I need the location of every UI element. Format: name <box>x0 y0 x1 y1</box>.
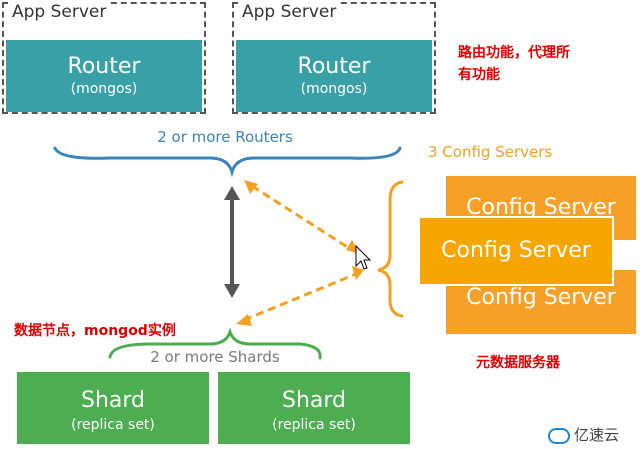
config-brace <box>377 180 404 318</box>
shard-sub-1: (replica set) <box>71 417 155 433</box>
watermark-logo-icon <box>548 427 570 444</box>
shard-title-1: Shard <box>80 388 145 413</box>
watermark: 亿速云 <box>548 424 642 446</box>
watermark-text: 亿速云 <box>574 426 620 444</box>
config-server-box-2: Config Server <box>420 218 612 284</box>
routers-label: 2 or more Routers <box>157 128 293 146</box>
router-annotation: 路由功能，代理所有功能 <box>458 45 570 83</box>
routers-brace <box>53 146 402 178</box>
shard-box-1: Shard (replica set) <box>17 372 209 444</box>
config-router-arrowhead <box>244 180 258 194</box>
shard-sub-2: (replica set) <box>272 417 356 433</box>
router-sub-2: (mongos) <box>300 81 368 97</box>
app-server-box-2: App Server Router (mongos) <box>232 2 436 114</box>
config-server-label-3: Config Server <box>466 285 616 310</box>
router-box-1: Router (mongos) <box>6 40 202 112</box>
config-shard-link <box>243 272 357 322</box>
cursor-icon <box>355 244 372 270</box>
shard-annotation: 数据节点，mongod实例 <box>14 323 176 339</box>
shard-title-2: Shard <box>281 388 346 413</box>
router-sub-1: (mongos) <box>70 81 138 97</box>
router-title-2: Router <box>297 54 371 79</box>
config-annotation: 元数据服务器 <box>476 355 560 371</box>
router-title-1: Router <box>67 54 141 79</box>
app-server-box-1: App Server Router (mongos) <box>2 2 206 114</box>
config-server-label-1: Config Server <box>466 195 616 220</box>
shard-box-2: Shard (replica set) <box>218 372 410 444</box>
config-router-link <box>251 184 353 252</box>
config-shard-arrowhead-2 <box>352 266 364 280</box>
router-box-2: Router (mongos) <box>236 40 432 112</box>
app-server-label-1: App Server <box>10 2 109 22</box>
config-server-label-2: Config Server <box>441 238 591 263</box>
shards-brace <box>108 327 322 360</box>
shards-label: 2 or more Shards <box>150 348 280 366</box>
up-arrowhead <box>224 186 240 200</box>
config-servers-label: 3 Config Servers <box>428 143 553 161</box>
down-arrowhead <box>224 284 240 298</box>
config-shard-arrowhead <box>236 314 252 326</box>
app-server-label-2: App Server <box>240 2 339 22</box>
